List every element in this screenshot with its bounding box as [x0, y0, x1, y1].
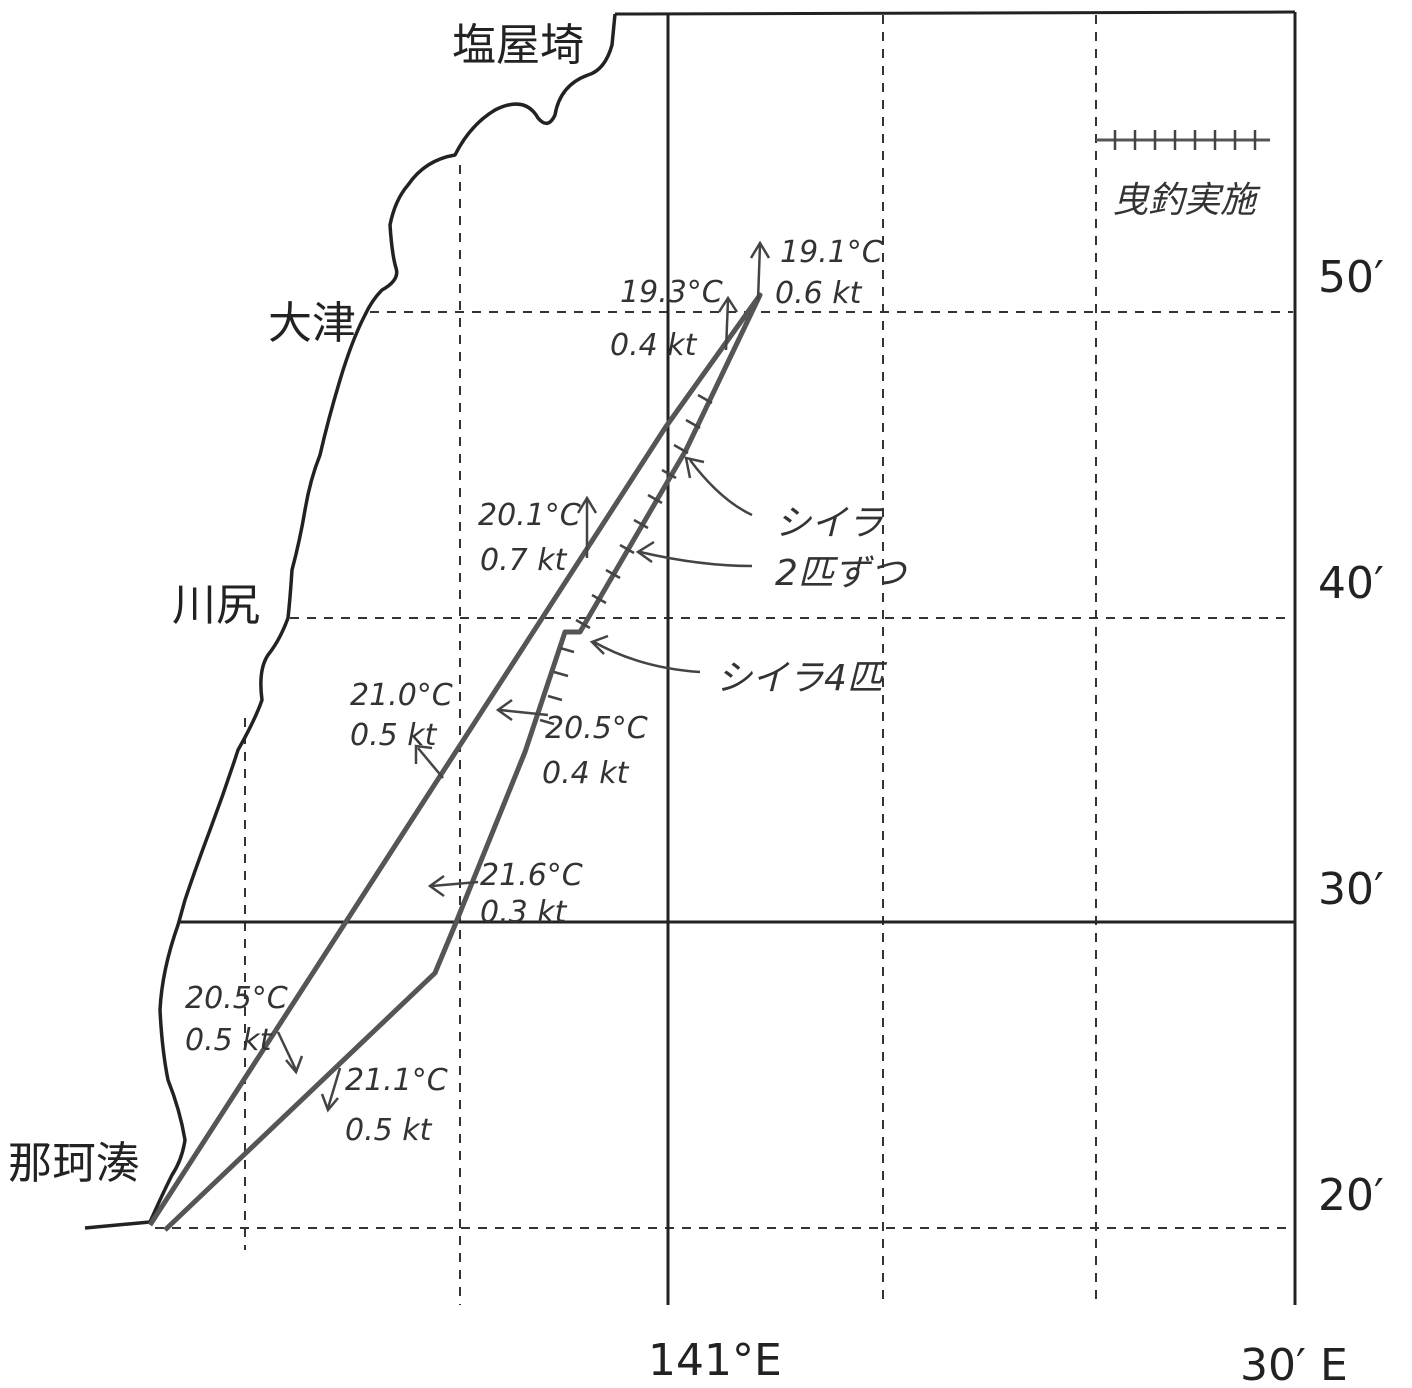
obs-7-temp: 20.5°C [185, 981, 288, 1016]
catch-a-line2: 2匹ずつ [775, 553, 908, 594]
lon-label-141e: 141°E [648, 1335, 782, 1386]
obs-1-temp: 19.1°C [780, 235, 883, 270]
obs-8-temp: 21.1°C [345, 1063, 448, 1098]
legend-hatch-sample [1096, 130, 1270, 150]
catch-b: シイラ4匹 [716, 658, 888, 699]
survey-route [147, 292, 763, 1232]
obs-2-temp: 19.3°C [620, 275, 723, 310]
obs-6-speed: 0.3 kt [480, 895, 568, 930]
place-kawajiri: 川尻 [172, 580, 260, 631]
catch-pointers [589, 456, 753, 674]
lat-label-50: 50′ [1318, 252, 1384, 303]
obs-5-temp: 20.5°C [545, 711, 648, 746]
obs-4-temp: 21.0°C [350, 678, 453, 713]
obs-3-temp: 20.1°C [478, 498, 581, 533]
place-otsu: 大津 [268, 298, 356, 349]
trolling-hatch [539, 393, 713, 726]
place-nakaminato: 那珂湊 [8, 1138, 140, 1189]
place-shioyazaki: 塩屋埼 [452, 20, 584, 71]
obs-1-speed: 0.6 kt [775, 276, 863, 311]
coastline [84, 13, 617, 1230]
lat-label-30: 30′ [1318, 864, 1384, 915]
top-border [614, 10, 1296, 16]
lat-label-20: 20′ [1318, 1170, 1384, 1221]
current-arrows [276, 240, 771, 1113]
obs-5-speed: 0.4 kt [542, 756, 630, 791]
lat-label-40: 40′ [1318, 558, 1384, 609]
obs-6-temp: 21.6°C [480, 858, 583, 893]
obs-3-speed: 0.7 kt [480, 543, 568, 578]
lon-label-30e: 30′ E [1240, 1340, 1348, 1388]
obs-2-speed: 0.4 kt [610, 328, 698, 363]
catch-a-line1: シイラ [775, 503, 883, 544]
obs-8-speed: 0.5 kt [345, 1113, 433, 1148]
obs-4-speed: 0.5 kt [350, 718, 438, 753]
obs-7-speed: 0.5 kt [185, 1023, 273, 1058]
legend-label: 曳釣実施 [1112, 180, 1261, 221]
